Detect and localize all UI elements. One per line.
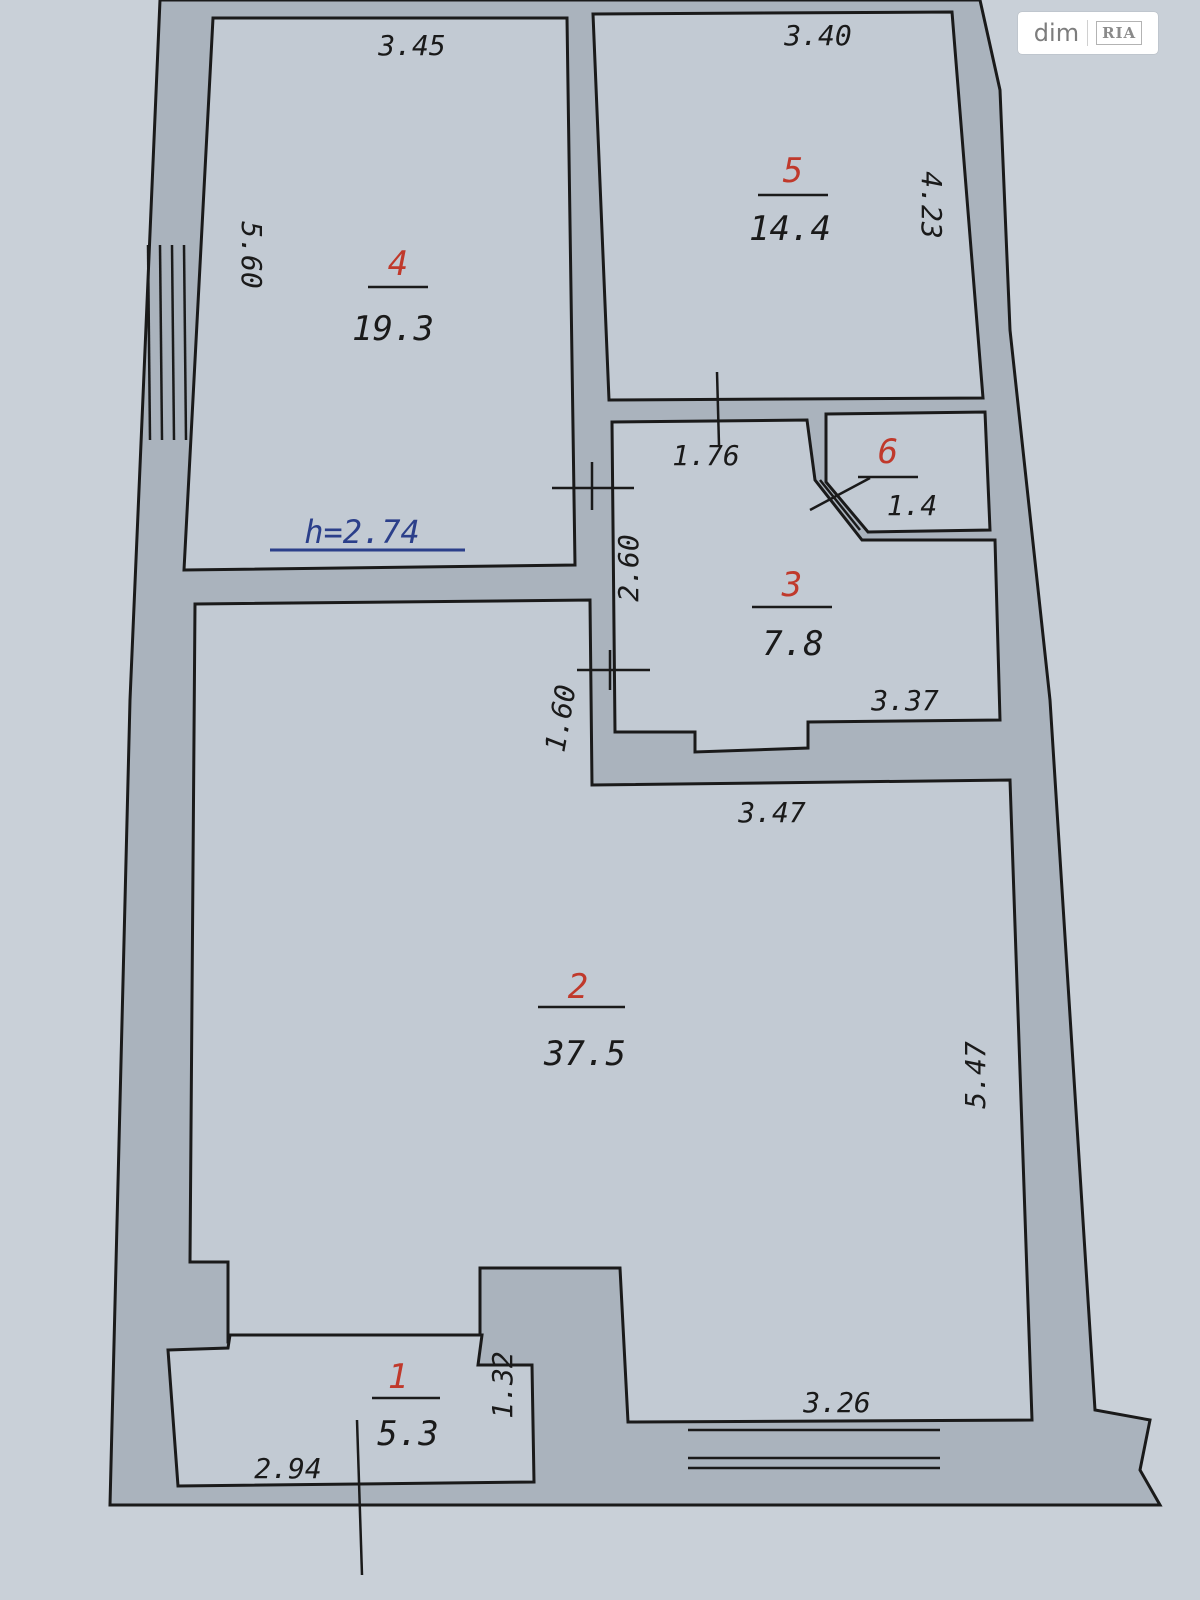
watermark-separator (1087, 20, 1089, 46)
dim-room2-top: 3.47 (737, 796, 806, 829)
room-6-area: 1.4 (887, 489, 938, 522)
room-4-number: 4 (388, 244, 408, 284)
dim-room4-top: 3.45 (377, 29, 445, 62)
window-left (146, 244, 188, 441)
dim-room4-left: 5.60 (235, 221, 268, 288)
room-3-floor (610, 418, 1002, 754)
room-5-number: 5 (783, 151, 803, 191)
dim-room1-bottom: 2.94 (254, 1452, 321, 1485)
door-marks (355, 371, 871, 1576)
dim-room3-bottom: 3.37 (870, 684, 939, 717)
dim-room2-bottom: 3.26 (802, 1386, 870, 1419)
ria-logo-icon: RIA (1096, 21, 1143, 45)
room-1-area: 5.3 (377, 1414, 438, 1454)
room-4-area: 19.3 (352, 309, 434, 349)
height-note: h=2.74 (304, 513, 420, 551)
room-4-floor (182, 16, 577, 572)
dim-room5-right: 4.23 (915, 171, 948, 238)
watermark-brand: dim (1033, 19, 1080, 47)
dim-room1-right: 1.32 (486, 1351, 519, 1418)
dim-room3-left: 2.60 (612, 534, 645, 601)
room-2-area: 37.5 (543, 1034, 626, 1074)
room-1-floor (166, 1333, 536, 1488)
dim-room3-top: 1.76 (672, 439, 739, 472)
room-1-number: 1 (388, 1357, 408, 1397)
room-2-number: 2 (568, 967, 588, 1007)
label-underlines (368, 193, 918, 1400)
dim-ria-watermark: dim RIA (1018, 12, 1158, 54)
dim-room5-top: 3.40 (783, 19, 851, 52)
window-bottom (688, 1428, 940, 1470)
room-3-area: 7.8 (762, 624, 823, 664)
room-6-number: 6 (878, 432, 898, 472)
room-6-floor (824, 410, 992, 534)
room-5-area: 14.4 (749, 209, 831, 249)
dim-room2-right: 5.47 (959, 1041, 992, 1109)
room-5-floor (591, 10, 985, 402)
room-2-floor (188, 598, 1034, 1424)
room-3-number: 3 (781, 565, 802, 605)
